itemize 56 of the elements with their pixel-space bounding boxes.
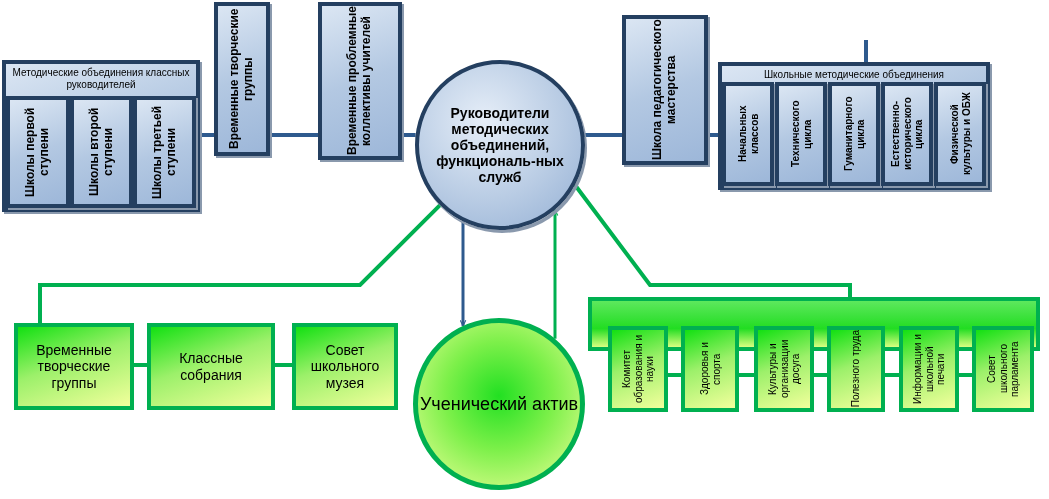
node-label: Школьные методические объединения xyxy=(763,69,945,81)
process-box xyxy=(722,82,774,186)
activity-box xyxy=(608,326,668,412)
node-label: Комитет образования и науки xyxy=(620,334,656,405)
connector-line xyxy=(814,373,827,377)
node-label: Физической культуры и ОБЖ xyxy=(948,91,972,178)
activity-box xyxy=(14,323,134,410)
node-label: Руководители методических объединений, функциональ-ных служб xyxy=(435,104,565,186)
activity-box xyxy=(899,326,959,412)
node-label: Школы первой ступени xyxy=(24,106,52,199)
arrow xyxy=(459,221,467,327)
connector-line xyxy=(668,373,681,377)
node-label: Информации и школьной печати xyxy=(911,333,947,406)
activity-box xyxy=(292,323,398,410)
node-label: Начальных классов xyxy=(736,104,760,165)
node-label: Гуманитарного цикла xyxy=(842,95,866,174)
activity-box xyxy=(147,323,275,410)
node-label: Культуры и организации досуга xyxy=(766,338,802,401)
process-box xyxy=(881,82,933,186)
process-box xyxy=(318,2,402,160)
process-box xyxy=(214,2,270,156)
node-label: Временные проблемные коллективы учителей xyxy=(346,6,374,156)
node-label: Классные собрания xyxy=(178,350,244,383)
activity-box xyxy=(681,326,739,412)
connector-line xyxy=(739,373,754,377)
process-box xyxy=(775,82,827,186)
node-label: Совет школьного парламента xyxy=(985,340,1021,399)
connector-line xyxy=(275,363,292,367)
connector-line xyxy=(270,133,318,137)
node-label: Школы второй ступени xyxy=(87,106,116,199)
node-label: Совет школьного музея xyxy=(309,342,381,391)
connector-line xyxy=(959,373,972,377)
node-label: Временные творческие группы xyxy=(35,342,113,391)
connector-line xyxy=(584,133,622,137)
node-label: Полезного труда xyxy=(850,330,862,408)
activity-box xyxy=(754,326,814,412)
process-box xyxy=(828,82,880,186)
connector-line xyxy=(134,363,147,367)
connector-line xyxy=(885,373,899,377)
node-label: Здоровья и спорта xyxy=(698,341,722,398)
process-box xyxy=(934,82,986,186)
node-label: Временные творческие группы xyxy=(228,7,256,152)
node-label: Естественно-исторического цикла xyxy=(889,96,925,173)
node-label: Ученический актив xyxy=(419,393,579,415)
group-panel xyxy=(718,62,990,190)
node-label: Технического цикла xyxy=(789,99,813,170)
connector-line xyxy=(38,203,442,323)
group-panel xyxy=(2,60,200,212)
activity-box xyxy=(972,326,1034,412)
connector-line xyxy=(864,40,868,62)
node-label: Школы третьей ступени xyxy=(150,104,179,201)
process-box xyxy=(133,96,196,208)
node-label: Школа педагогического мастерства xyxy=(651,19,679,161)
activity-box xyxy=(827,326,885,412)
node-label: Методические объединения классных руководителей xyxy=(11,67,191,90)
process-box xyxy=(622,15,708,165)
